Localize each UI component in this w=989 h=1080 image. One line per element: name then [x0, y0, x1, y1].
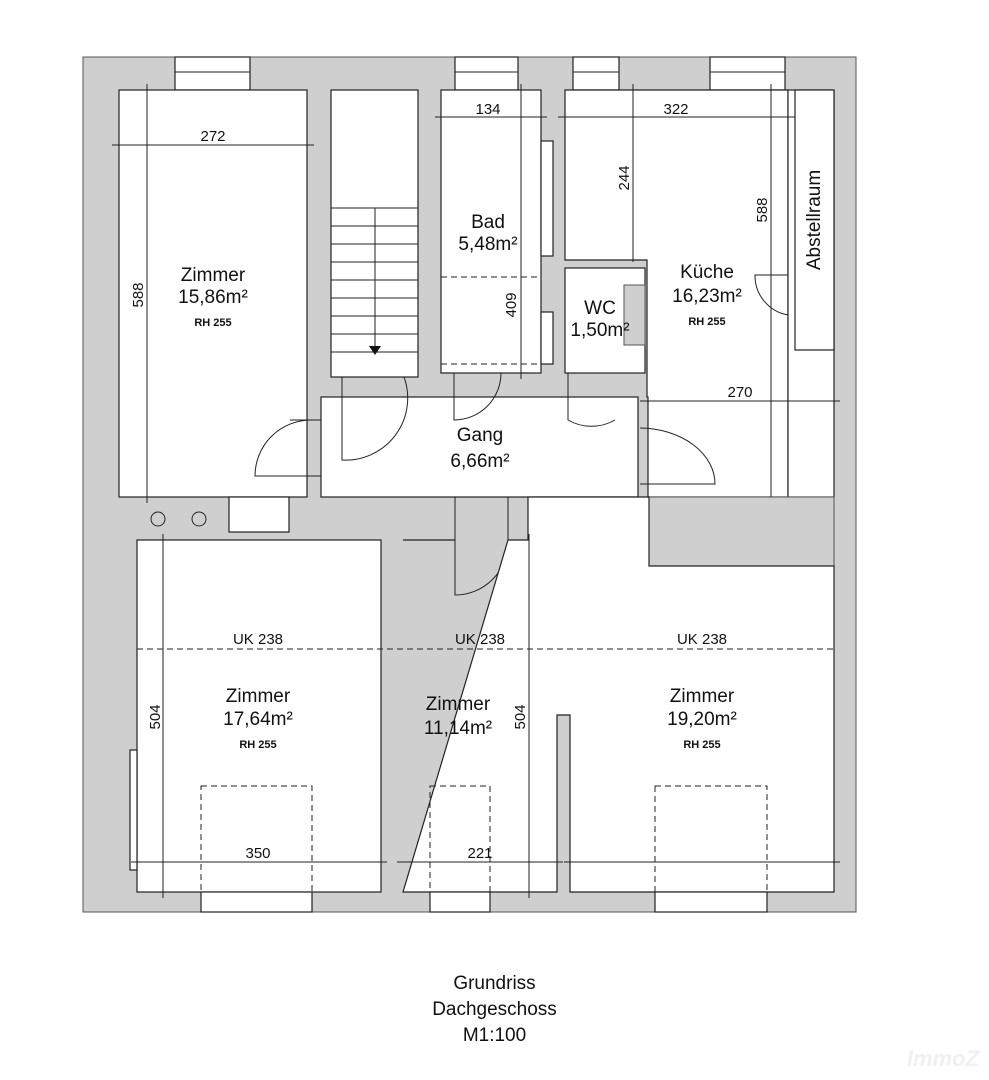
room-area: 19,20m² — [667, 709, 737, 730]
caption-title: Grundriss — [453, 973, 536, 994]
room-zimmer-bl — [136, 539, 382, 893]
room-name: Abstellraum — [804, 170, 825, 270]
room-abstellraum — [794, 89, 835, 351]
dim-zimmer-bl-height: 504 — [147, 704, 164, 729]
room-area: 5,48m² — [458, 234, 517, 255]
room-zimmer-top — [118, 89, 308, 498]
dim-kueche-height1: 244 — [616, 165, 633, 190]
dimension-lines — [112, 84, 840, 898]
uk-label: UK 238 — [233, 631, 283, 648]
watermark-logo: ImmoZ — [906, 1046, 979, 1071]
room-area: 15,86m² — [178, 287, 248, 308]
room-name: Zimmer — [181, 265, 246, 286]
bottom-windows — [200, 785, 768, 913]
room-height: RH 255 — [683, 739, 720, 751]
dim-zimmer-bm-width: 221 — [467, 845, 492, 862]
dim-zimmer-bm-height: 504 — [512, 704, 529, 729]
uk-label: UK 238 — [677, 631, 727, 648]
room-name: Zimmer — [670, 686, 735, 707]
room-zimmer-bm-br — [402, 496, 835, 893]
dim-bad-height: 409 — [503, 292, 520, 317]
caption-scale: M1:100 — [462, 1025, 527, 1046]
dim-zimmer-width: 272 — [200, 128, 225, 145]
room-name: Küche — [680, 262, 734, 283]
dim-zimmer-height: 588 — [130, 282, 147, 307]
room-name: WC — [584, 298, 616, 319]
room-name: Bad — [471, 212, 505, 233]
dim-zimmer-bl-width: 350 — [245, 845, 270, 862]
room-gang — [320, 396, 639, 498]
room-name: Gang — [457, 425, 503, 446]
room-height: RH 255 — [194, 317, 231, 329]
dim-kueche-width2: 270 — [727, 384, 752, 401]
room-name: Zimmer — [426, 694, 491, 715]
room-name: Zimmer — [226, 686, 291, 707]
uk-label: UK 238 — [455, 631, 505, 648]
room-area: 17,64m² — [223, 709, 293, 730]
room-area: 16,23m² — [672, 286, 742, 307]
dim-kueche-height2: 588 — [754, 197, 771, 222]
dim-kueche-width: 322 — [663, 101, 688, 118]
room-height: RH 255 — [239, 739, 276, 751]
staircase — [330, 89, 419, 378]
room-bad — [440, 89, 542, 374]
room-area: 11,14m² — [424, 718, 492, 739]
stair-arrow-icon — [369, 346, 381, 355]
top-windows — [174, 56, 786, 91]
room-area: 6,66m² — [450, 451, 509, 472]
dim-bad-width: 134 — [475, 101, 500, 118]
passage — [228, 496, 290, 533]
room-area: 1,50m² — [570, 320, 629, 341]
caption-floor: Dachgeschoss — [432, 999, 557, 1020]
room-height: RH 255 — [688, 316, 725, 328]
